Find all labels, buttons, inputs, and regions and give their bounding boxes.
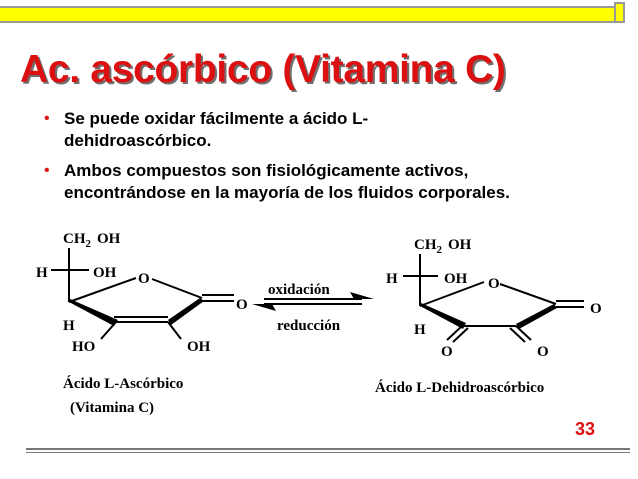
reduction-label: reducción bbox=[277, 318, 341, 334]
carbonyl-oxygen-label: O bbox=[236, 297, 248, 313]
oh-mid-label: OH bbox=[444, 271, 468, 287]
keto-oxygen-right: O bbox=[537, 344, 549, 360]
oh-mid-label: OH bbox=[93, 265, 117, 281]
bullet-text-line1: Se puede oxidar fácilmente a ácido L- bbox=[64, 109, 369, 128]
h-upper-label: H bbox=[386, 271, 398, 287]
equilibrium-arrows: oxidación reducción bbox=[252, 282, 374, 334]
ring-oxygen-label: O bbox=[138, 271, 150, 287]
h-lower-label: H bbox=[414, 322, 426, 338]
page-number: 33 bbox=[575, 419, 596, 439]
bullet-dot-icon: • bbox=[44, 110, 50, 127]
bullet-item-activity: • Ambos compuestos son fisiológicamente … bbox=[40, 160, 630, 204]
top-bar-end-cap bbox=[614, 2, 625, 23]
bottom-rule-thin bbox=[26, 452, 630, 453]
dehydroascorbic-acid-name: Ácido L-Dehidroascórbico bbox=[375, 379, 544, 396]
bullet-text-line2: dehidroascórbico. bbox=[64, 131, 212, 150]
oh-right-label: OH bbox=[187, 339, 211, 355]
bullet-dot-icon: • bbox=[44, 162, 50, 179]
bullet-text-line2: encontrándose en la mayoría de los fluid… bbox=[64, 183, 510, 202]
ring-oxygen-label: O bbox=[488, 276, 500, 292]
h-upper-label: H bbox=[36, 265, 48, 281]
bullet-item-oxidation: • Se puede oxidar fácilmente a ácido L- … bbox=[40, 108, 630, 152]
top-decorative-bar bbox=[0, 6, 616, 23]
bullet-text-line1: Ambos compuestos son fisiológicamente ac… bbox=[64, 161, 469, 180]
bullet-list: • Se puede oxidar fácilmente a ácido L- … bbox=[40, 108, 630, 212]
ho-label: HO bbox=[72, 339, 95, 355]
keto-oxygen-left: O bbox=[441, 344, 453, 360]
slide-title: Ac. ascórbico (Vitamina C) bbox=[20, 48, 506, 91]
oxidation-label: oxidación bbox=[268, 282, 330, 298]
carbonyl-oxygen-label: O bbox=[590, 301, 602, 317]
h-lower-label: H bbox=[63, 318, 75, 334]
ascorbic-acid-name: Ácido L-Ascórbico bbox=[63, 375, 183, 392]
bottom-rule bbox=[26, 448, 630, 450]
vitamin-c-name: (Vitamina C) bbox=[70, 400, 154, 416]
